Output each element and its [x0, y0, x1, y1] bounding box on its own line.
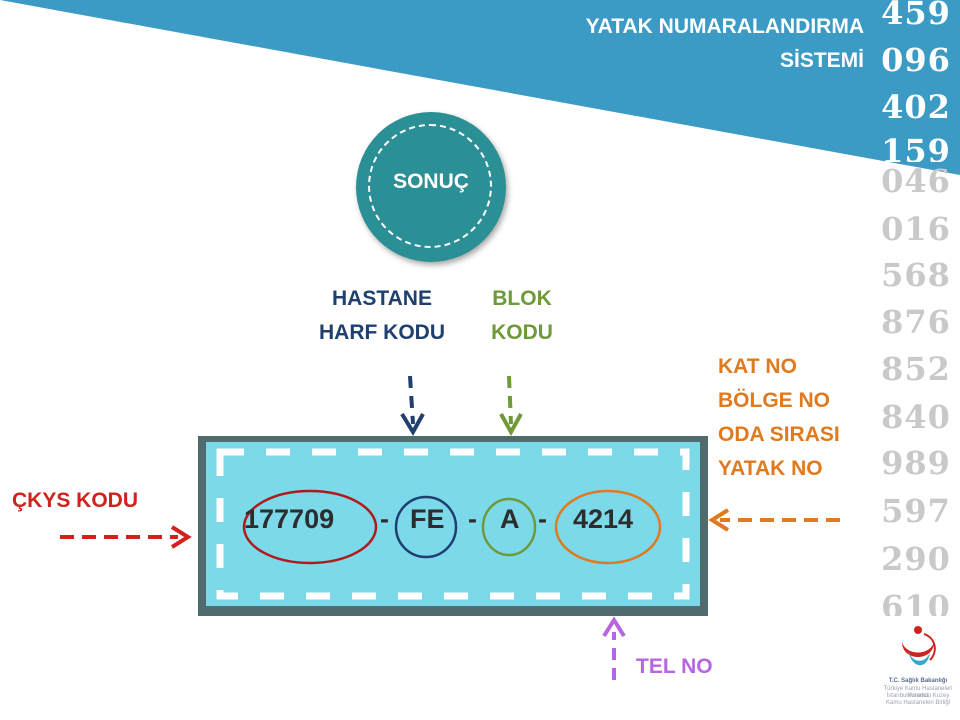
result-circle-label: SONUÇ [393, 170, 469, 193]
hastane-label-line-2: HARF KODU [319, 321, 445, 344]
number-item: 840 [881, 398, 951, 436]
code-separator: - [538, 504, 547, 534]
logo-line-4: Kamu Hastaneleri Birliği [885, 700, 951, 706]
code-ckys: 177709 [244, 504, 335, 534]
blok-label: BLOK KODU [472, 282, 572, 350]
blok-arrow [507, 375, 513, 425]
page-title: YATAK NUMARALANDIRMA SİSTEMİ [444, 10, 864, 78]
hastane-arrowhead [400, 412, 425, 436]
number-item: 876 [881, 303, 951, 341]
ministry-logo-icon [902, 626, 936, 666]
hastane-label: HASTANE HARF KODU [292, 282, 472, 350]
code-block: A [500, 504, 520, 534]
kat-arrowhead [708, 508, 730, 532]
code-separator: - [380, 504, 389, 534]
kat-labels: KAT NO BÖLGE NO ODA SIRASI YATAK NO [718, 350, 888, 486]
number-item: 046 [881, 162, 951, 200]
title-banner [0, 0, 960, 175]
code-hospital: FE [410, 504, 445, 534]
number-item: 989 [881, 444, 951, 482]
logo-line-3: İstanbul Anadolu Kuzey [886, 693, 950, 699]
number-item: 159 [881, 132, 951, 162]
hastane-label-line-1: HASTANE [332, 287, 432, 310]
tel-no-label: TEL NO [636, 655, 713, 678]
number-item: 610 [881, 588, 951, 616]
title-line-2: SİSTEMİ [779, 49, 864, 72]
blok-label-line-1: BLOK [492, 287, 552, 310]
ellipse-ckys [242, 489, 378, 565]
ministry-logo: T.C. Sağlık Bakanlığı Türkiye Kamu Hasta… [878, 622, 958, 712]
ellipse-hospital [394, 495, 458, 559]
title-line-1: YATAK NUMARALANDIRMA [585, 15, 864, 38]
yatak-no-label: YATAK NO [718, 457, 823, 480]
number-item: 568 [881, 256, 951, 294]
tel-arrowhead [602, 616, 626, 638]
code-box-inner [206, 442, 700, 606]
oda-sirasi-label: ODA SIRASI [718, 423, 840, 446]
ellipse-block [481, 497, 537, 557]
result-circle-ring [368, 124, 492, 248]
logo-line-1: T.C. Sağlık Bakanlığı [888, 678, 948, 684]
bed-code: 177709 - FE - A - 4214 [228, 492, 678, 556]
code-separator: - [468, 504, 477, 534]
code-box-dashed-border [216, 448, 690, 600]
number-item: 290 [881, 540, 951, 578]
hastane-arrow [408, 375, 415, 425]
ckys-label: ÇKYS KODU [12, 489, 139, 512]
blok-label-line-2: KODU [491, 321, 553, 344]
number-item: 597 [881, 492, 951, 530]
bolge-no-label: BÖLGE NO [718, 389, 831, 412]
number-item: 852 [881, 350, 951, 388]
number-item: 402 [881, 88, 951, 126]
ellipse-bed [554, 489, 662, 565]
kat-no-label: KAT NO [718, 355, 797, 378]
number-item: 096 [881, 41, 951, 79]
ckys-arrowhead [170, 525, 192, 549]
result-circle: SONUÇ [356, 112, 506, 262]
number-item: 016 [881, 210, 951, 248]
number-item: 459 [881, 0, 951, 32]
logo-line-2: Türkiye Kamu Hastaneleri Kurumu [883, 686, 953, 699]
blok-arrowhead [499, 413, 523, 437]
code-bed: 4214 [573, 504, 634, 534]
